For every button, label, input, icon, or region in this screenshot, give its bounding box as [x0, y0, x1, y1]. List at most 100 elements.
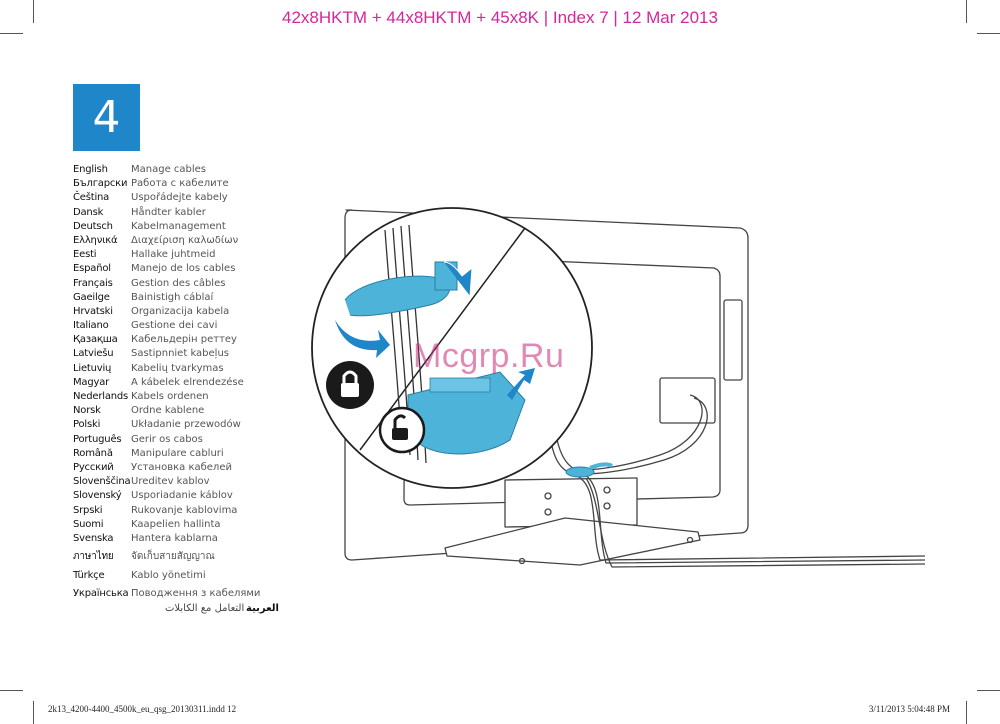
translation-text: Uspořádejte kabely — [131, 192, 228, 204]
stand-foot — [686, 536, 694, 544]
cable-tie-tail — [589, 462, 613, 470]
step-number-box: 4 — [73, 84, 140, 151]
list-item: Čeština Uspořádejte kabely — [73, 191, 260, 205]
crop-mark — [33, 701, 34, 724]
language-name: Lietuvių — [73, 362, 112, 374]
translation-text: Gerir os cabos — [131, 433, 203, 445]
lock-open-icon — [378, 406, 426, 454]
language-name: Dansk — [73, 206, 104, 218]
step-number: 4 — [92, 92, 121, 143]
language-name: Gaeilge — [73, 291, 110, 303]
list-item: Dansk Håndter kabler — [73, 206, 260, 220]
language-name: Magyar — [73, 376, 110, 388]
arrow-rotate-icon — [443, 261, 473, 297]
translation-text: Установка кабелей — [131, 461, 232, 473]
translation-text: Kablo yönetimi — [131, 570, 206, 582]
crop-mark — [0, 33, 23, 34]
cable — [585, 477, 926, 568]
language-name: Eesti — [73, 249, 97, 261]
translation-text: Manejo de los cables — [131, 263, 236, 275]
cable-tie-small — [565, 466, 595, 478]
translation-text: Ureditev kablov — [131, 476, 210, 488]
translation-text: Hallake juhtmeid — [131, 249, 216, 261]
language-name: Deutsch — [73, 220, 113, 232]
language-name: Latviešu — [73, 348, 114, 360]
list-item: ภาษาไทยจัดเก็บสายสัญญาณ — [73, 546, 260, 567]
language-name: Български — [73, 178, 128, 190]
list-item: Gaeilge Bainistigh cáblaí — [73, 291, 260, 305]
crop-mark — [966, 701, 967, 724]
language-name: Slovenščina — [73, 476, 131, 488]
tv-cable-illustration — [311, 207, 926, 568]
list-item: Hrvatski Organizacija kabela — [73, 305, 260, 319]
list-item: Français Gestion des câbles — [73, 277, 260, 291]
translation-text: Manipulare cabluri — [131, 447, 224, 459]
language-name: Türkçe — [73, 570, 105, 582]
stand-hole — [544, 508, 552, 516]
translation-text: Ordne kablene — [131, 405, 205, 417]
translation-text: Bainistigh cáblaí — [131, 291, 214, 303]
translation-text: Håndter kabler — [131, 206, 206, 218]
translation-text: Gestion des câbles — [131, 277, 226, 289]
language-name: Română — [73, 447, 113, 459]
language-name-arabic: العربية — [246, 603, 279, 614]
translation-text: Διαχείριση καλωδίων — [131, 234, 239, 246]
language-name: Čeština — [73, 192, 110, 204]
stand-hole — [603, 486, 611, 494]
stand-hole — [544, 492, 552, 500]
translation-text: Sastipnniet kabeļus — [131, 348, 230, 360]
list-item: Latviešu Sastipnniet kabeļus — [73, 347, 260, 361]
crop-mark — [977, 690, 1000, 691]
crop-mark — [966, 0, 967, 23]
watermark: Mcgrp.Ru — [413, 337, 565, 375]
translation-text: Kabels ordenen — [131, 391, 209, 402]
language-name: Polski — [73, 419, 101, 431]
language-name: Español — [73, 263, 111, 275]
language-name: Norsk — [73, 405, 101, 417]
crop-mark — [977, 33, 1000, 34]
footer-timestamp: 3/11/2013 5:04:48 PM — [868, 704, 950, 714]
cable-tie-open — [344, 275, 451, 317]
language-name: ภาษาไทย — [73, 551, 114, 563]
cable-tie-teeth — [429, 377, 491, 393]
crop-mark — [0, 690, 23, 691]
detail-circle — [311, 207, 593, 489]
page-header: 42x8HKTM + 44x8HKTM + 45x8K | Index 7 | … — [282, 8, 718, 27]
lock-closed-icon — [326, 361, 374, 409]
list-item: Eesti Hallake juhtmeid — [73, 248, 260, 262]
translation-text: Gestione dei cavi — [131, 320, 218, 332]
footer-filename: 2k13_4200-4400_4500k_eu_qsg_20130311.ind… — [48, 704, 237, 714]
language-name: Français — [73, 277, 113, 289]
language-name: Hrvatski — [73, 305, 113, 317]
language-name: Русский — [73, 461, 114, 473]
list-item: Norsk Ordne kablene — [73, 404, 260, 418]
translation-text: Kabelių tvarkymas — [131, 362, 224, 374]
translation-text: Kaapelien hallinta — [131, 518, 221, 530]
tv-inner-panel — [403, 254, 721, 506]
translation-text: Поводження з кабелями — [131, 588, 261, 600]
language-name: Қазақша — [73, 334, 118, 346]
list-item: Polski Układanie przewodów — [73, 418, 260, 432]
list-item: Türkçe Kablo yönetimi — [73, 567, 260, 585]
stand-foot — [518, 557, 526, 565]
translation-text: Organizacija kabela — [131, 305, 230, 317]
crop-mark — [33, 0, 34, 23]
translation-text: Manage cables — [131, 164, 207, 175]
translation-text-arabic: التعامل مع الكابلات — [165, 603, 245, 614]
language-name: Nederlands — [73, 391, 129, 402]
language-name: Українська — [73, 588, 129, 600]
translation-text: Układanie przewodów — [131, 419, 241, 431]
